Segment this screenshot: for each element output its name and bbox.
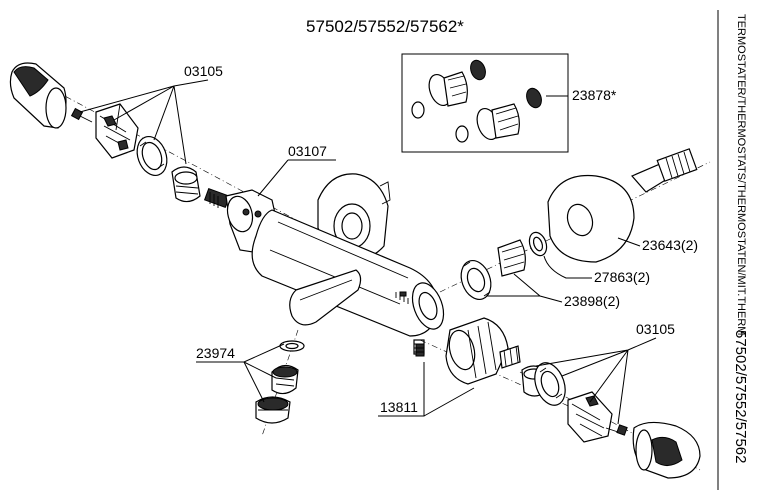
ring-27863	[528, 231, 548, 257]
check-valve-2	[476, 87, 542, 141]
fitting-23898-a	[497, 239, 526, 277]
temperature-scale	[395, 291, 409, 304]
label-27863: 27863(2)	[594, 269, 650, 285]
fitting-23898-b	[460, 260, 492, 300]
screw-bottom	[605, 424, 628, 436]
cartridge-13811: 13811	[378, 317, 601, 421]
o-ring-1	[411, 101, 425, 119]
label-23643: 23643(2)	[642, 237, 698, 253]
label-13811: 13811	[380, 399, 418, 415]
aerator-housing	[255, 396, 291, 424]
o-ring-2	[455, 125, 469, 143]
right-wall-assembly: 23643(2) 27863(2) 23898(2)	[439, 148, 711, 309]
handle-cap-bottom	[632, 421, 701, 479]
label-23974: 23974	[196, 345, 235, 361]
ring-bottom	[534, 362, 566, 406]
bottom-right-handle-assembly: 03105	[519, 321, 701, 479]
mixer-body	[251, 173, 445, 355]
label-03105-bottom: 03105	[636, 321, 675, 337]
handle-adapter-top	[95, 103, 139, 159]
handle-adapter-bottom	[567, 391, 613, 443]
check-valve-1	[428, 59, 486, 107]
small-screw-13811	[415, 343, 425, 357]
diagram-title: 57502/57552/57562*	[306, 17, 464, 36]
aerator-assembly: 23974	[196, 329, 305, 437]
label-03105-top: 03105	[184, 63, 223, 79]
aerator-washer	[279, 340, 305, 352]
stop-ring-top	[171, 166, 201, 203]
label-03107: 03107	[288, 143, 327, 159]
label-23878: 23878*	[572, 87, 617, 103]
side-models-text: 57502/57552/57562	[732, 330, 749, 463]
ring-top	[136, 136, 168, 176]
cartridge-spindle	[203, 187, 231, 209]
label-23898: 23898(2)	[564, 293, 620, 309]
top-left-handle-assembly: 03105	[9, 62, 301, 223]
s-union	[631, 148, 698, 193]
wall-flange	[547, 174, 635, 263]
side-category-text: TERMOSTATER/THERMOSTATS/THERMOSTATEN/MIT…	[735, 14, 747, 335]
check-valve-kit-box: 23878*	[401, 53, 617, 153]
aerator-insert	[271, 364, 299, 395]
handle-cap-top	[9, 62, 67, 129]
screw-top	[70, 107, 93, 123]
cartridge-13811-body	[445, 317, 521, 385]
